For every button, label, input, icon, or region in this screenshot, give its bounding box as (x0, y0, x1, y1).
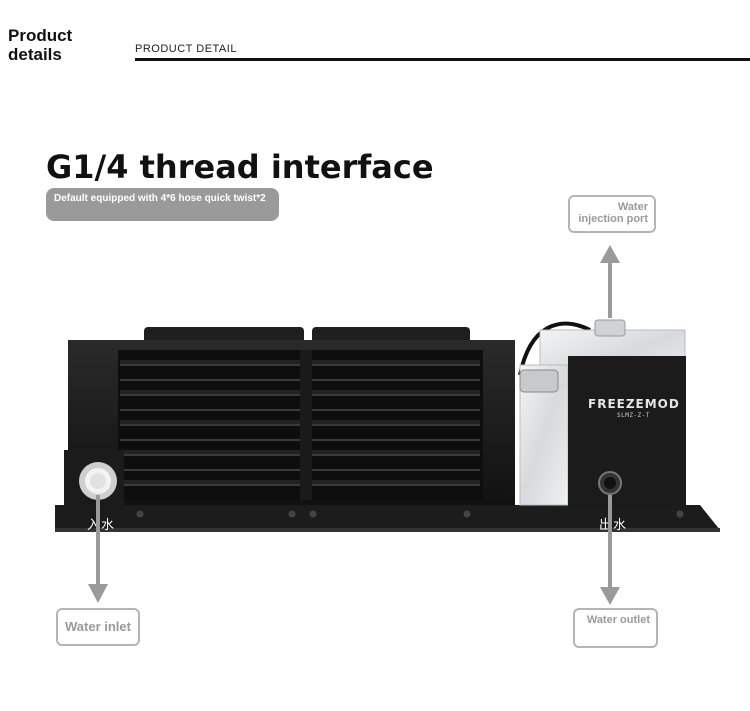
model-number: SLMZ-Z-T (617, 412, 650, 419)
pump-block (568, 356, 686, 506)
water-outlet-callout: Water outlet (573, 608, 658, 648)
outlet-arrowhead (600, 587, 620, 605)
water-injection-port-callout: Water injection port (568, 195, 656, 233)
injection-arrowhead (600, 245, 620, 263)
outlet-cn-label: 出水 (599, 518, 628, 533)
inlet-cn-label: 入水 (87, 518, 116, 533)
base-plate (55, 505, 720, 530)
header-divider (135, 58, 750, 61)
feature-headline: G1/4 thread interface (46, 148, 434, 186)
section-subtitle: PRODUCT DETAIL (135, 43, 237, 55)
inlet-arrowhead (88, 584, 108, 603)
water-inlet-callout: Water inlet (56, 608, 140, 646)
section-title: Product details (8, 26, 73, 64)
feature-note-pill: Default equipped with 4*6 hose quick twi… (46, 188, 279, 221)
brand-logo-text: FREEZEMOD (588, 397, 680, 411)
